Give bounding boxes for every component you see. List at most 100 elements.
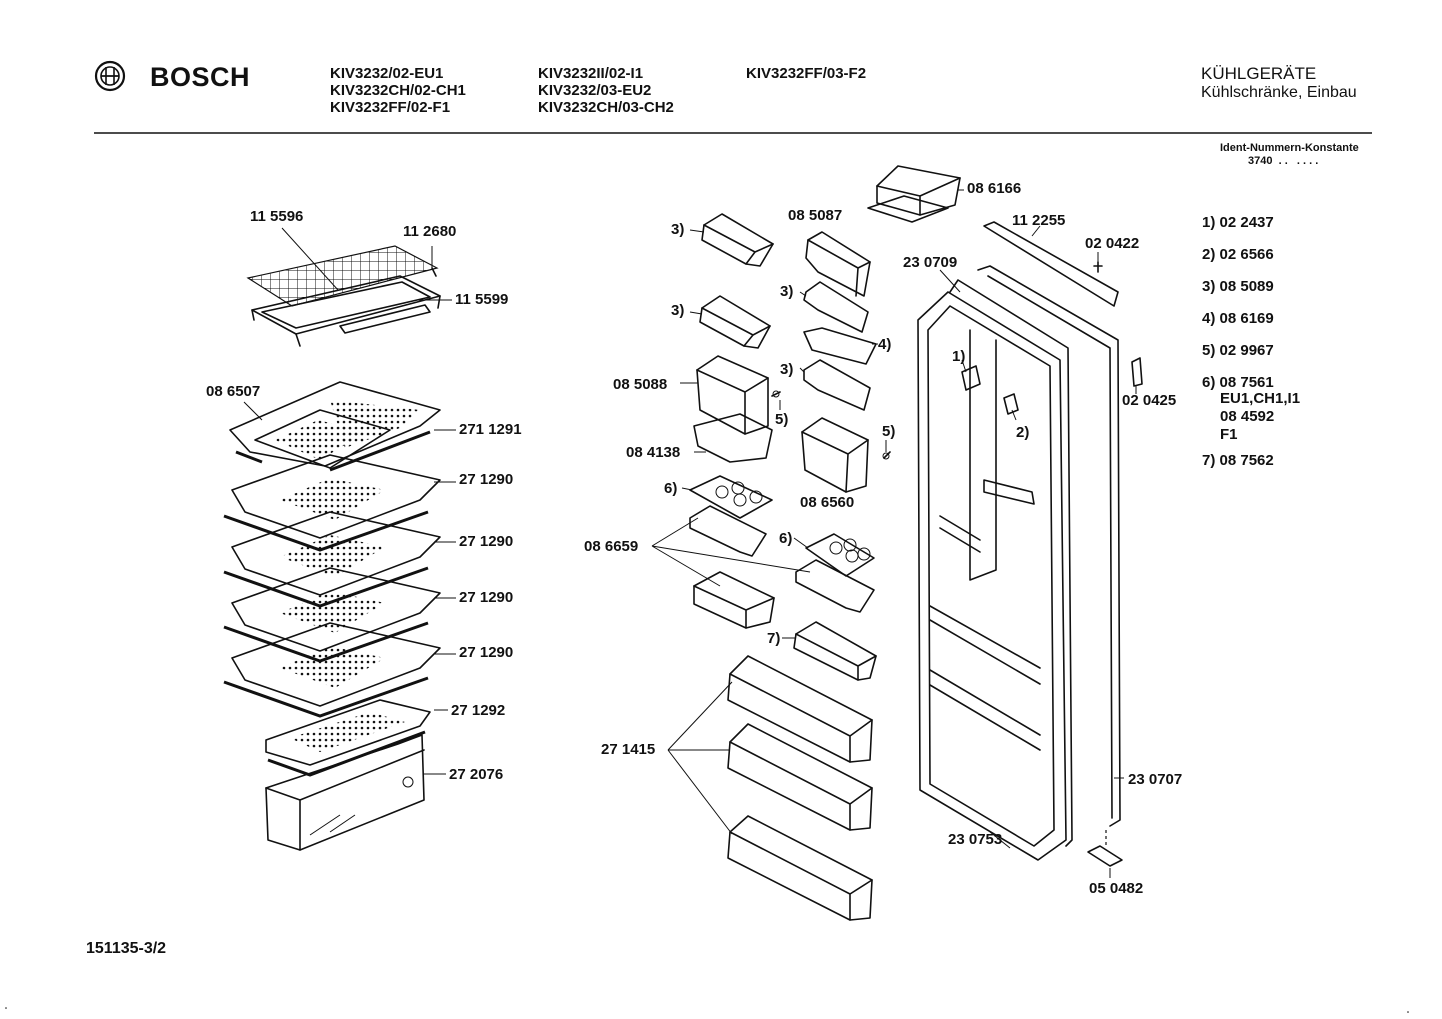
bin-with-lid-drawing <box>803 327 877 411</box>
model-number: KIV3232/02-EU1 <box>330 65 444 82</box>
legend-row: 3) 08 5089 <box>1202 276 1300 308</box>
part-label: 27 1290 <box>459 471 514 488</box>
part-label: 11 2680 <box>403 223 457 240</box>
legend-value: 08 7562 <box>1219 452 1274 469</box>
model-number: KIV3232II/02-I1 <box>538 65 644 82</box>
legend-value: 08 5089 <box>1219 278 1274 295</box>
part-label: 27 1290 <box>459 589 514 606</box>
ident-value: 3740 . . . . . . <box>1248 155 1319 167</box>
legend-extra-line: EU1,CH1,I1 <box>1220 390 1301 407</box>
wire-rack-drawing <box>246 245 441 347</box>
part-label: 27 1290 <box>459 533 514 550</box>
bin-085087-drawing <box>803 231 871 333</box>
legend-value: 08 6169 <box>1219 310 1274 327</box>
legend-key: 6) <box>1202 374 1216 391</box>
part-label: 08 6166 <box>967 180 1022 197</box>
hinge-bottom-drawing <box>1087 830 1123 867</box>
part-label: 27 1290 <box>459 644 514 661</box>
bin-7-drawing <box>793 621 877 681</box>
clip-020425-drawing <box>1131 357 1143 387</box>
hinge-bar-drawing <box>983 221 1119 307</box>
legend-extra: EU1,CH1,I1 08 4592 F1 <box>1202 390 1300 444</box>
callout-label: 5) <box>882 423 896 440</box>
legend-row: 5) 02 9967 <box>1202 340 1300 372</box>
model-number: KIV3232FF/02-F1 <box>330 99 451 116</box>
part-label: 23 0709 <box>903 254 958 271</box>
legend-value: 08 7561 <box>1219 374 1274 391</box>
crisper-drawer-drawing <box>265 734 425 851</box>
butter-box-drawing <box>867 165 961 223</box>
legend-row: 6) 08 7561 <box>1202 372 1300 391</box>
leader-lines <box>243 189 1137 878</box>
model-number: KIV3232CH/03-CH2 <box>538 99 674 116</box>
callout-label: 6) <box>664 480 678 497</box>
part-label: 08 6560 <box>800 494 855 511</box>
legend-value: 02 9967 <box>1219 342 1274 359</box>
part-label: 08 5088 <box>613 376 668 393</box>
callout-label: 6) <box>779 530 793 547</box>
part-label: 11 5599 <box>455 291 509 308</box>
door-shelf-top-drawing <box>727 655 873 763</box>
part-label: 08 5087 <box>788 207 843 224</box>
callout-label: 5) <box>775 411 789 428</box>
callout-label: 3) <box>780 283 794 300</box>
legend-key: 3) <box>1202 278 1216 295</box>
category-title: KÜHLGERÄTE <box>1201 64 1317 83</box>
egg-box-left-drawing <box>693 571 775 629</box>
part-label: 27 1292 <box>451 702 506 719</box>
legend-row: 1) 02 2437 <box>1202 212 1300 244</box>
model-number: KIV3232FF/03-F2 <box>746 65 867 82</box>
callout-label: 3) <box>780 361 794 378</box>
legend-row: 2) 02 6566 <box>1202 244 1300 276</box>
legend-value: 02 2437 <box>1219 214 1274 231</box>
model-number: KIV3232/03-EU2 <box>538 82 652 99</box>
part-label: 27 1415 <box>601 741 656 758</box>
callout-label: 2) <box>1016 424 1030 441</box>
part-label: 05 0482 <box>1089 880 1144 897</box>
legend: 1) 02 2437 2) 02 6566 3) 08 5089 4) 08 6… <box>1202 212 1300 471</box>
model-number: KIV3232CH/02-CH1 <box>330 82 466 99</box>
part-label: 08 6659 <box>584 538 639 555</box>
legend-extra-line: 08 4592 <box>1220 408 1275 425</box>
crisper-cover-drawing <box>265 699 431 777</box>
category-subtitle: Kühlschränke, Einbau <box>1201 84 1357 101</box>
legend-key: 5) <box>1202 342 1216 359</box>
model-list-col1: KIV3232/02-EU1 KIV3232CH/02-CH1 KIV3232F… <box>330 65 466 116</box>
part-label: 271 1291 <box>459 421 522 438</box>
bosch-logo-icon <box>94 60 126 92</box>
egg-tray-right-drawing <box>795 533 875 613</box>
egg-tray-left-drawing <box>689 475 773 557</box>
legend-key: 7) <box>1202 452 1216 469</box>
legend-row: 4) 08 6169 <box>1202 308 1300 340</box>
box-085088-drawing <box>693 355 773 463</box>
callout-label: 4) <box>878 336 892 353</box>
box-086560-drawing <box>801 417 869 493</box>
part-label: 08 6507 <box>206 383 261 400</box>
part-label: 02 0425 <box>1122 392 1177 409</box>
part-label: 27 2076 <box>449 766 504 783</box>
door-shelf-mid-drawing <box>727 723 873 831</box>
legend-key: 1) <box>1202 214 1216 231</box>
screws-drawing <box>771 390 891 460</box>
glass-shelf-4-drawing <box>223 622 441 718</box>
legend-key: 4) <box>1202 310 1216 327</box>
model-list-col3: KIV3232FF/03-F2 <box>746 65 866 82</box>
callout-label: 3) <box>671 221 685 238</box>
part-label: 11 2255 <box>1012 212 1066 229</box>
model-list-col2: KIV3232II/02-I1 KIV3232/03-EU2 KIV3232CH… <box>538 65 674 116</box>
part-label: 23 0753 <box>948 831 1003 848</box>
glass-shelf-3-drawing <box>223 567 441 663</box>
small-bin-mid-left-drawing <box>699 295 771 349</box>
callout-label: 7) <box>767 630 781 647</box>
ident-title: Ident-Nummern-Konstante <box>1220 142 1359 154</box>
door-panel-drawing <box>917 265 1121 861</box>
brand-name: BOSCH <box>150 62 251 92</box>
door-shelf-bottom-drawing <box>727 815 873 921</box>
part-label: 08 4138 <box>626 444 681 461</box>
legend-extra-line: F1 <box>1220 426 1238 443</box>
drawing-number: 151135-3/2 <box>86 940 167 957</box>
part-label: 23 0707 <box>1128 771 1183 788</box>
small-bin-top-left-drawing <box>701 213 774 267</box>
legend-value: 02 6566 <box>1219 246 1274 263</box>
